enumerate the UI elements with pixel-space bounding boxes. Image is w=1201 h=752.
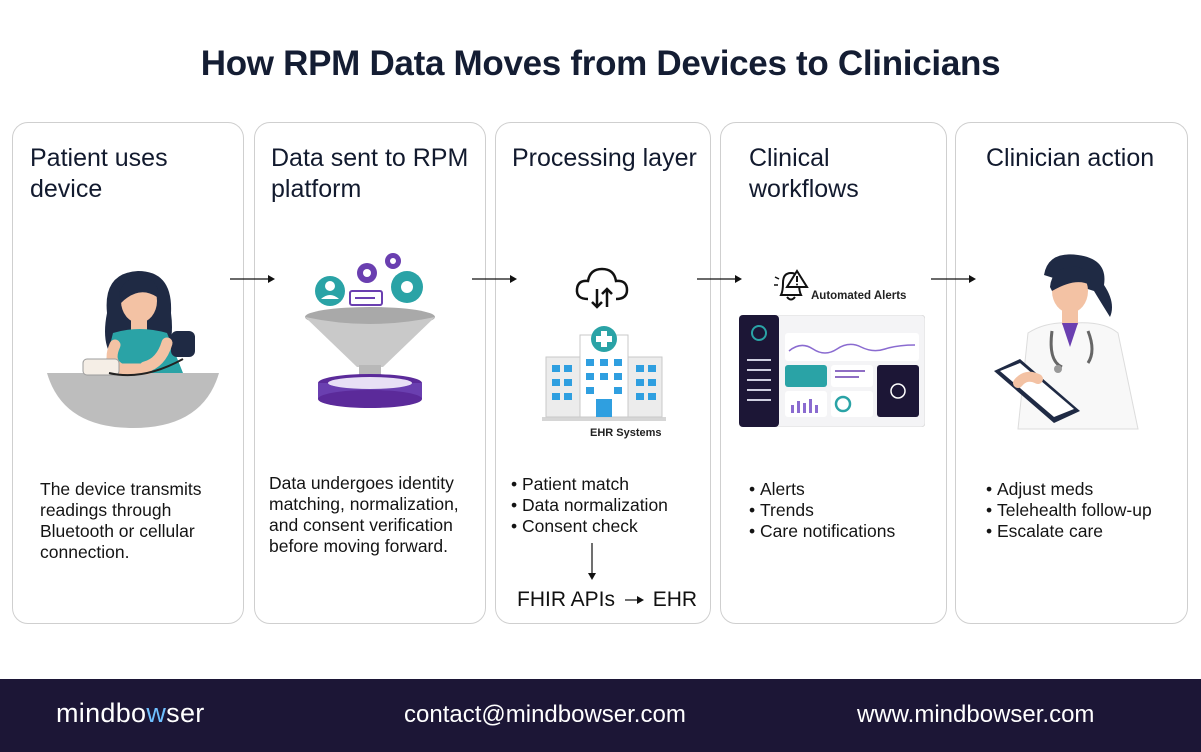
clinician-bullets: Adjust meds Telehealth follow-up Escalat… — [986, 479, 1152, 542]
cloud-sync-icon — [575, 267, 629, 309]
ehr-systems-label: EHR Systems — [590, 427, 662, 439]
hospital-building-icon — [542, 326, 666, 421]
flow-arrow-icon — [931, 275, 976, 283]
page-title: How RPM Data Moves from Devices to Clini… — [200, 44, 1001, 83]
processing-bullets: Patient match Data normalization Consent… — [511, 474, 668, 537]
dashboard-illustration — [739, 315, 925, 427]
step-card-clinician-action: Clinician action Adjust meds Telehealth … — [955, 122, 1188, 624]
automated-alerts-label: Automated Alerts — [811, 290, 907, 302]
step-title: Clinical workflows — [749, 144, 859, 203]
data-funnel-illustration — [305, 253, 435, 408]
bullet-item: Care notifications — [749, 521, 895, 542]
bullet-item: Data normalization — [511, 495, 668, 516]
flow-arrow-icon — [230, 275, 275, 283]
bullet-item: Alerts — [749, 479, 895, 500]
footer-bar: mindbowser contact@mindbowser.com www.mi… — [0, 679, 1201, 752]
contact-email-link[interactable]: contact@mindbowser.com — [404, 701, 686, 728]
step-title: Clinician action — [986, 144, 1155, 172]
step-title: Data sent to RPM platform — [271, 144, 469, 203]
workflow-bullets: Alerts Trends Care notifications — [749, 479, 895, 542]
patient-using-device-illustration — [47, 271, 219, 428]
website-link[interactable]: www.mindbowser.com — [857, 701, 1095, 728]
step-card-rpm-platform: Data sent to RPM platform Data undergoes… — [254, 122, 486, 624]
bullet-item: Escalate care — [986, 521, 1152, 542]
step-card-patient-device: Patient uses device The device transmits… — [12, 122, 244, 624]
step-title: Patient uses device — [30, 144, 168, 203]
clinician-illustration — [994, 254, 1139, 430]
right-arrow-icon — [624, 596, 644, 605]
alert-bell-icon — [774, 269, 809, 301]
step-description: The device transmits readings through Bl… — [40, 479, 202, 562]
bullet-item: Trends — [749, 500, 895, 521]
bullet-item: Telehealth follow-up — [986, 500, 1152, 521]
bullet-item: Consent check — [511, 516, 668, 537]
flow-arrow-icon — [472, 275, 517, 283]
step-card-clinical-workflows: Clinical workflows Automated Alerts Aler — [720, 122, 947, 624]
bullet-item: Patient match — [511, 474, 668, 495]
mindbowser-logo[interactable]: mindbowser — [56, 698, 205, 728]
fhir-output: FHIR APIs EHR — [517, 588, 698, 611]
flow-arrow-icon — [697, 275, 742, 283]
down-arrow-icon — [588, 543, 596, 580]
step-card-processing-layer: Processing layer EHR Systems Patient mat… — [495, 122, 711, 624]
step-description: Data undergoes identity matching, normal… — [269, 473, 459, 556]
step-title: Processing layer — [512, 144, 697, 172]
bullet-item: Adjust meds — [986, 479, 1152, 500]
